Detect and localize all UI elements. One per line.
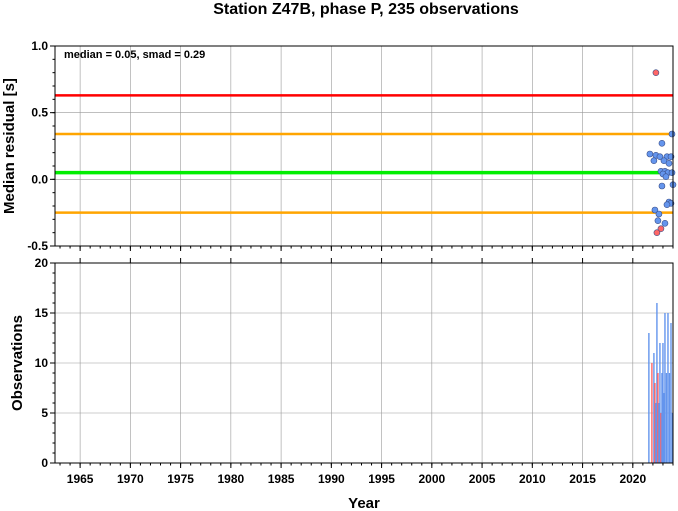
year-tick-label: 1985 (268, 472, 295, 486)
residual-point (665, 160, 673, 167)
observations-y-tick-label: 0 (41, 456, 48, 470)
year-tick-label: 2000 (418, 472, 445, 486)
residual-point (657, 225, 665, 232)
residual-point (662, 173, 670, 180)
observations-bars (648, 303, 674, 463)
residual-point (650, 157, 658, 164)
residual-point (658, 182, 666, 190)
residual-point (658, 140, 666, 147)
residual-plot-frame (54, 45, 674, 247)
residual-point (655, 210, 663, 218)
residual-y-tick-label: 1.0 (31, 39, 48, 53)
residual-point (660, 157, 668, 164)
year-tick-label: 1980 (218, 472, 245, 486)
observations-grid (55, 262, 673, 464)
residual-y-tick-label: -0.5 (27, 239, 48, 253)
year-tick-label: 2015 (569, 472, 596, 486)
year-tick-label: 2010 (519, 472, 546, 486)
residual-panel: -0.5 0.0 0.5 1.0 median = 0.05, smad = 0.29… (1, 39, 677, 253)
residual-point (654, 217, 662, 224)
residual-y-tick-label: 0.0 (31, 172, 48, 186)
observations-y-tick-label: 20 (35, 256, 49, 270)
residual-point (661, 220, 669, 227)
residual-point (668, 169, 676, 176)
year-tick-label: 1970 (117, 472, 144, 486)
year-tick-label: 2005 (469, 472, 496, 486)
residual-y-axis-label: Median residual [s] (1, 78, 18, 214)
residual-y-tick-label: 0.5 (31, 106, 48, 120)
year-tick-label: 1990 (318, 472, 345, 486)
residual-point (668, 130, 676, 138)
residual-point (651, 206, 659, 214)
observations-y-tick-label: 5 (41, 406, 48, 420)
residual-point (646, 150, 654, 158)
year-tick-label: 1965 (67, 472, 94, 486)
chart-title: Station Z47B, phase P, 235 observations (213, 1, 519, 18)
observations-y-tick-label: 15 (35, 306, 49, 320)
observations-plot-frame (54, 262, 674, 464)
year-x-axis-label: Year (348, 495, 380, 511)
residual-ticks: -0.5 0.0 0.5 1.0 (27, 39, 674, 253)
year-tick-label: 2020 (619, 472, 646, 486)
residual-point (663, 201, 671, 208)
observations-y-axis-label: Observations (9, 315, 26, 411)
median-smad-annotation: median = 0.05, smad = 0.29 (64, 49, 205, 61)
year-tick-label: 1995 (368, 472, 395, 486)
year-tick-label: 1975 (167, 472, 194, 486)
residual-point (652, 69, 660, 76)
residual-reference-lines (55, 94, 673, 214)
residual-point (667, 153, 675, 160)
observations-y-tick-label: 10 (35, 356, 49, 370)
residual-point (656, 153, 664, 160)
residual-grid (55, 45, 673, 247)
residual-point (653, 229, 661, 236)
